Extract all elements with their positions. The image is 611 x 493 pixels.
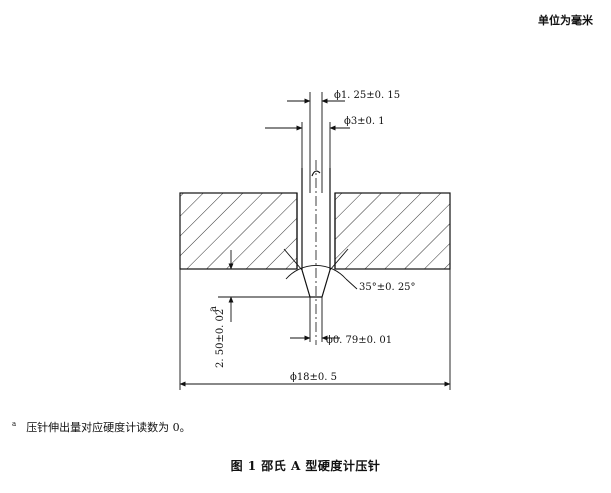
tip-diameter-label: ϕ0. 79±0. 01 xyxy=(326,335,392,346)
block-left xyxy=(179,192,298,270)
outer-diameter-label: ϕ3±0. 1 xyxy=(344,116,385,127)
footnote: a 压针伸出量对应硬度计读数为 0。 xyxy=(12,419,191,435)
footnote-text: 压针伸出量对应硬度计读数为 0。 xyxy=(26,421,191,434)
extension-label: 2. 50±0. 02 xyxy=(215,309,226,368)
extension-dimension xyxy=(179,250,310,390)
outer-diameter-dimension xyxy=(265,122,350,168)
extension-footnote-mark: a xyxy=(208,306,219,312)
tip-diameter-dimension xyxy=(290,297,340,342)
cone-angle-label: 35°±0. 25° xyxy=(359,282,416,293)
block-right xyxy=(334,192,451,270)
indenter-needle xyxy=(301,168,331,298)
inner-diameter-dimension xyxy=(287,92,345,193)
cone-angle-dimension xyxy=(283,248,358,290)
figure-caption: 图 1 邵氏 A 型硬度计压针 xyxy=(230,459,381,473)
block-width-label: ϕ18±0. 5 xyxy=(290,372,337,383)
inner-diameter-label: ϕ1. 25±0. 15 xyxy=(334,90,400,101)
block-width-dimension xyxy=(179,269,451,390)
unit-label: 单位为毫米 xyxy=(538,14,593,27)
footnote-marker: a xyxy=(12,420,17,429)
